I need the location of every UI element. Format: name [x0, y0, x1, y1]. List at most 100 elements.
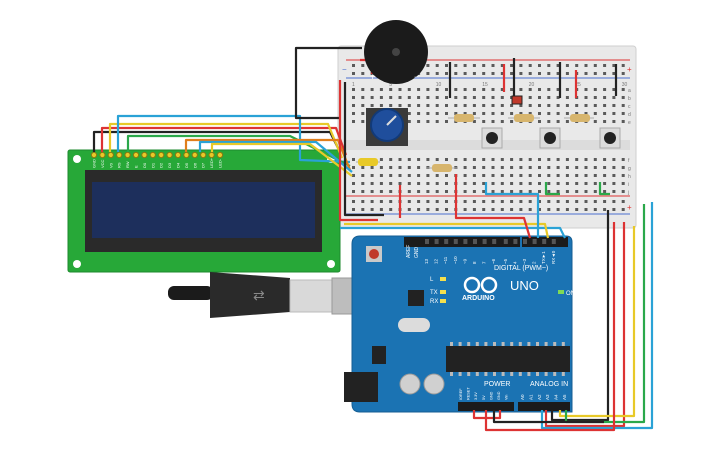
- breadboard-hole: [575, 166, 579, 169]
- breadboard-hole: [472, 112, 476, 115]
- digital-pin[interactable]: [463, 239, 468, 244]
- breadboard-hole: [593, 96, 597, 99]
- chip-pin: [553, 372, 557, 376]
- breadboard-hole: [482, 190, 486, 193]
- breadboard-hole: [565, 72, 569, 75]
- usb-plug-body: [210, 272, 290, 318]
- breadboard-hole: [612, 112, 616, 115]
- breadboard-hole: [584, 104, 588, 107]
- pushbutton[interactable]: [539, 127, 561, 149]
- digital-pin[interactable]: [551, 239, 556, 244]
- breadboard-hole: [519, 104, 523, 107]
- breadboard-hole: [528, 88, 532, 91]
- breadboard-hole: [510, 120, 514, 123]
- breadboard-hole: [398, 88, 402, 91]
- breadboard-hole: [426, 174, 430, 177]
- lcd-pin-label: D0: [142, 162, 147, 168]
- breadboard-hole: [603, 64, 607, 67]
- digital-pin[interactable]: [523, 239, 527, 244]
- breadboard-hole: [593, 72, 597, 75]
- lcd-mount-hole: [73, 155, 81, 163]
- breadboard-hole: [584, 190, 588, 193]
- breadboard-hole: [500, 158, 504, 161]
- breadboard-hole: [463, 72, 467, 75]
- breadboard-hole: [500, 72, 504, 75]
- lcd-pin: [107, 151, 114, 159]
- breadboard-hole: [491, 208, 495, 211]
- breadboard-hole: [482, 158, 486, 161]
- digital-pin[interactable]: [513, 239, 518, 244]
- chip-pin: [484, 372, 488, 376]
- breadboard-hole: [361, 182, 365, 185]
- breadboard-hole: [538, 166, 541, 169]
- analog-pin-label: A3: [545, 394, 550, 400]
- power-header: [458, 402, 514, 411]
- breadboard-hole: [500, 208, 504, 211]
- breadboard-hole: [417, 158, 421, 161]
- tx-led: [440, 290, 446, 294]
- breadboard-hole: [445, 88, 448, 91]
- breadboard-hole: [612, 104, 616, 107]
- breadboard-hole: [603, 120, 607, 123]
- breadboard-hole: [398, 166, 402, 169]
- breadboard-hole: [584, 64, 588, 67]
- chip-pin: [561, 372, 565, 376]
- digital-pin[interactable]: [542, 239, 547, 244]
- breadboard-hole: [417, 166, 421, 169]
- breadboard-hole: [556, 88, 560, 91]
- breadboard-hole: [352, 88, 355, 91]
- digital-pin[interactable]: [425, 239, 429, 244]
- breadboard-hole: [370, 104, 374, 107]
- power-pin-label: RESET: [467, 387, 471, 400]
- voltage-regulator: [372, 346, 386, 364]
- breadboard-hole: [565, 112, 569, 115]
- digital-pin[interactable]: [492, 239, 497, 244]
- breadboard-hole: [528, 72, 532, 75]
- usb-plug-metal: [289, 279, 333, 313]
- digital-pin[interactable]: [532, 239, 537, 244]
- breadboard-hole: [435, 174, 439, 177]
- digital-pin[interactable]: [482, 239, 487, 244]
- breadboard-hole: [565, 120, 569, 123]
- breadboard-hole: [500, 190, 504, 193]
- usb-cable-strain: [168, 286, 213, 300]
- breadboard-hole: [500, 96, 504, 99]
- breadboard-hole: [463, 200, 467, 203]
- breadboard-hole: [575, 190, 579, 193]
- breadboard-hole: [584, 112, 588, 115]
- digital-pin[interactable]: [434, 239, 439, 244]
- breadboard-hole: [426, 120, 430, 123]
- wire-rail-ground: [343, 82, 384, 217]
- breadboard-hole: [417, 174, 421, 177]
- breadboard-hole: [389, 182, 393, 185]
- chip-pin: [536, 342, 539, 346]
- breadboard-column-number: 5: [389, 82, 392, 88]
- potentiometer[interactable]: [366, 108, 408, 146]
- breadboard-hole: [379, 208, 383, 211]
- digital-pin[interactable]: [473, 239, 477, 244]
- breadboard-hole: [389, 166, 393, 169]
- lcd-mount-hole: [73, 260, 81, 268]
- breadboard-hole: [575, 104, 579, 107]
- breadboard-hole: [621, 174, 625, 177]
- digital-pin[interactable]: [453, 239, 458, 244]
- digital-pin[interactable]: [503, 239, 508, 244]
- lcd-pin-label: LED-: [218, 158, 223, 168]
- buzzer[interactable]: + −: [364, 20, 428, 84]
- power-jack: [344, 372, 378, 402]
- chip-pin: [510, 372, 514, 376]
- breadboard-hole: [445, 200, 448, 203]
- breadboard-hole: [435, 158, 439, 161]
- breadboard-hole: [612, 166, 616, 169]
- resistor: [356, 158, 380, 166]
- breadboard-hole: [556, 166, 560, 169]
- breadboard-hole: [463, 88, 467, 91]
- pushbutton[interactable]: [481, 127, 503, 149]
- pushbutton[interactable]: [599, 127, 621, 149]
- reset-button[interactable]: [369, 249, 379, 259]
- breadboard-hole: [454, 72, 458, 75]
- digital-pin[interactable]: [444, 239, 449, 244]
